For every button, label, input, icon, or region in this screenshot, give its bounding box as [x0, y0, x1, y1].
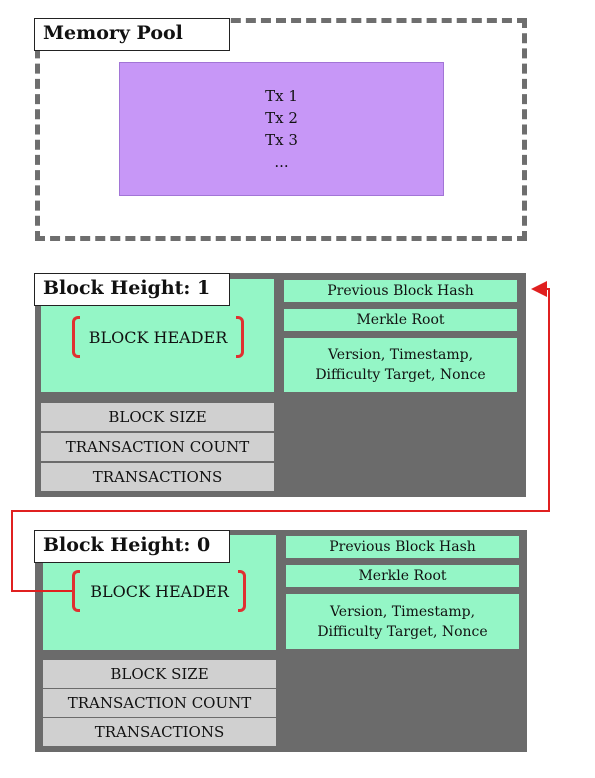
block-0-previous-hash: Previous Block Hash [286, 536, 519, 558]
block-0-title: Block Height: 0 [34, 530, 230, 563]
block-1-header-label: BLOCK HEADER [88, 327, 228, 347]
block-0-transaction-count: TRANSACTION COUNT [43, 689, 276, 717]
block-1-title: Block Height: 1 [34, 273, 230, 306]
block-0-block-size: BLOCK SIZE [43, 660, 276, 688]
block-1-bracket-left [72, 316, 80, 358]
tx-item: Tx 3 [265, 131, 298, 149]
block-1-merkle-root: Merkle Root [284, 309, 517, 331]
block-0-meta-fields: Version, Timestamp, Difficulty Target, N… [286, 594, 519, 649]
block-0-header-label: BLOCK HEADER [90, 581, 229, 601]
block-1-block-size: BLOCK SIZE [41, 403, 274, 431]
tx-item: ... [274, 153, 289, 171]
block-0-merkle-root: Merkle Root [286, 565, 519, 587]
block-1-bracket-right [236, 316, 244, 358]
block-1-meta-line2: Difficulty Target, Nonce [315, 367, 486, 383]
memory-pool-title: Memory Pool [34, 18, 230, 51]
block-1-transaction-count: TRANSACTION COUNT [41, 433, 274, 461]
block-0-meta-line2: Difficulty Target, Nonce [317, 623, 488, 640]
block-1-meta-line1: Version, Timestamp, [327, 347, 474, 363]
memory-pool-container [35, 18, 527, 241]
memory-pool-transactions: Tx 1 Tx 2 Tx 3 ... [119, 62, 444, 196]
block-1-transactions: TRANSACTIONS [41, 463, 274, 491]
tx-item: Tx 2 [265, 109, 298, 127]
block-0-bracket-left [72, 570, 80, 612]
block-0-meta-line1: Version, Timestamp, [329, 603, 476, 620]
block-0-bracket-right [238, 570, 246, 612]
block-1-previous-hash: Previous Block Hash [284, 280, 517, 302]
tx-item: Tx 1 [265, 87, 298, 105]
block-1-meta-fields: Version, Timestamp, Difficulty Target, N… [284, 338, 517, 392]
block-0-transactions: TRANSACTIONS [43, 718, 276, 746]
